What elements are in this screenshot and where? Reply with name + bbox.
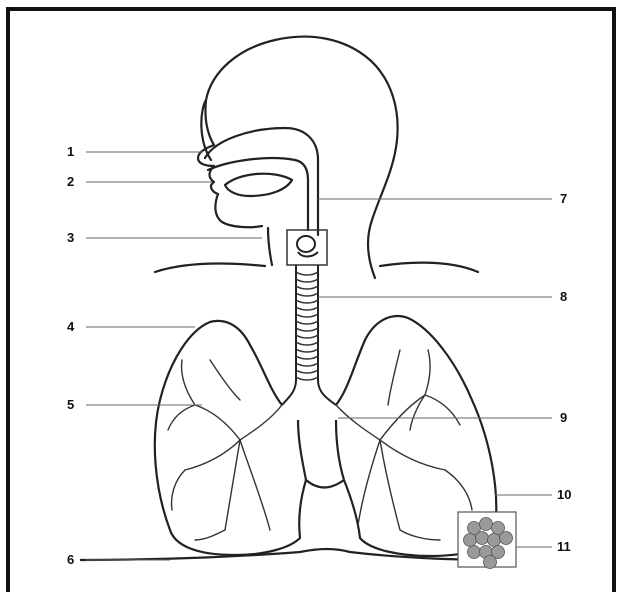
trachea-ring: [296, 293, 318, 296]
label-10: 10: [557, 488, 571, 501]
shoulder-left: [155, 264, 265, 272]
label-9: 9: [560, 411, 567, 424]
trachea-ring: [296, 286, 318, 289]
trachea-ring: [296, 279, 318, 282]
alveolus: [500, 532, 513, 545]
label-6: 6: [67, 553, 74, 566]
alveolus: [464, 534, 477, 547]
bronchial-tree: [168, 350, 472, 540]
label-1: 1: [67, 145, 74, 158]
label-7: 7: [560, 192, 567, 205]
label-2: 2: [67, 175, 74, 188]
alveolus: [468, 546, 481, 559]
label-4: 4: [67, 320, 74, 333]
trachea-ring: [296, 300, 318, 303]
trachea-ring: [296, 349, 318, 352]
trachea-ring: [296, 356, 318, 359]
trachea-ring: [296, 335, 318, 338]
left-lung: [155, 321, 306, 555]
alveolus: [476, 532, 489, 545]
tongue: [225, 174, 292, 196]
nasal-cavity-floor: [208, 158, 308, 230]
shoulder-right: [380, 263, 478, 272]
larynx: [297, 236, 315, 252]
trachea-ring: [296, 314, 318, 317]
label-8: 8: [560, 290, 567, 303]
chin: [215, 194, 262, 227]
trachea: [282, 265, 336, 405]
lips: [210, 166, 219, 194]
neck-front: [268, 228, 272, 265]
alveolus: [484, 556, 497, 569]
trachea-ring: [296, 377, 318, 380]
nasal-cavity: [205, 128, 318, 235]
trachea-ring: [296, 321, 318, 324]
trachea-ring: [296, 342, 318, 345]
label-5: 5: [67, 398, 74, 411]
trachea-ring: [296, 363, 318, 366]
label-11: 11: [557, 540, 571, 553]
trachea-ring: [296, 370, 318, 373]
alveolus: [480, 518, 493, 531]
trachea-ring: [296, 328, 318, 331]
trachea-ring: [296, 272, 318, 275]
heart-notch: [306, 480, 344, 488]
label-3: 3: [67, 231, 74, 244]
head-outline: [201, 37, 397, 278]
trachea-ring: [296, 307, 318, 310]
alveolus: [488, 534, 501, 547]
